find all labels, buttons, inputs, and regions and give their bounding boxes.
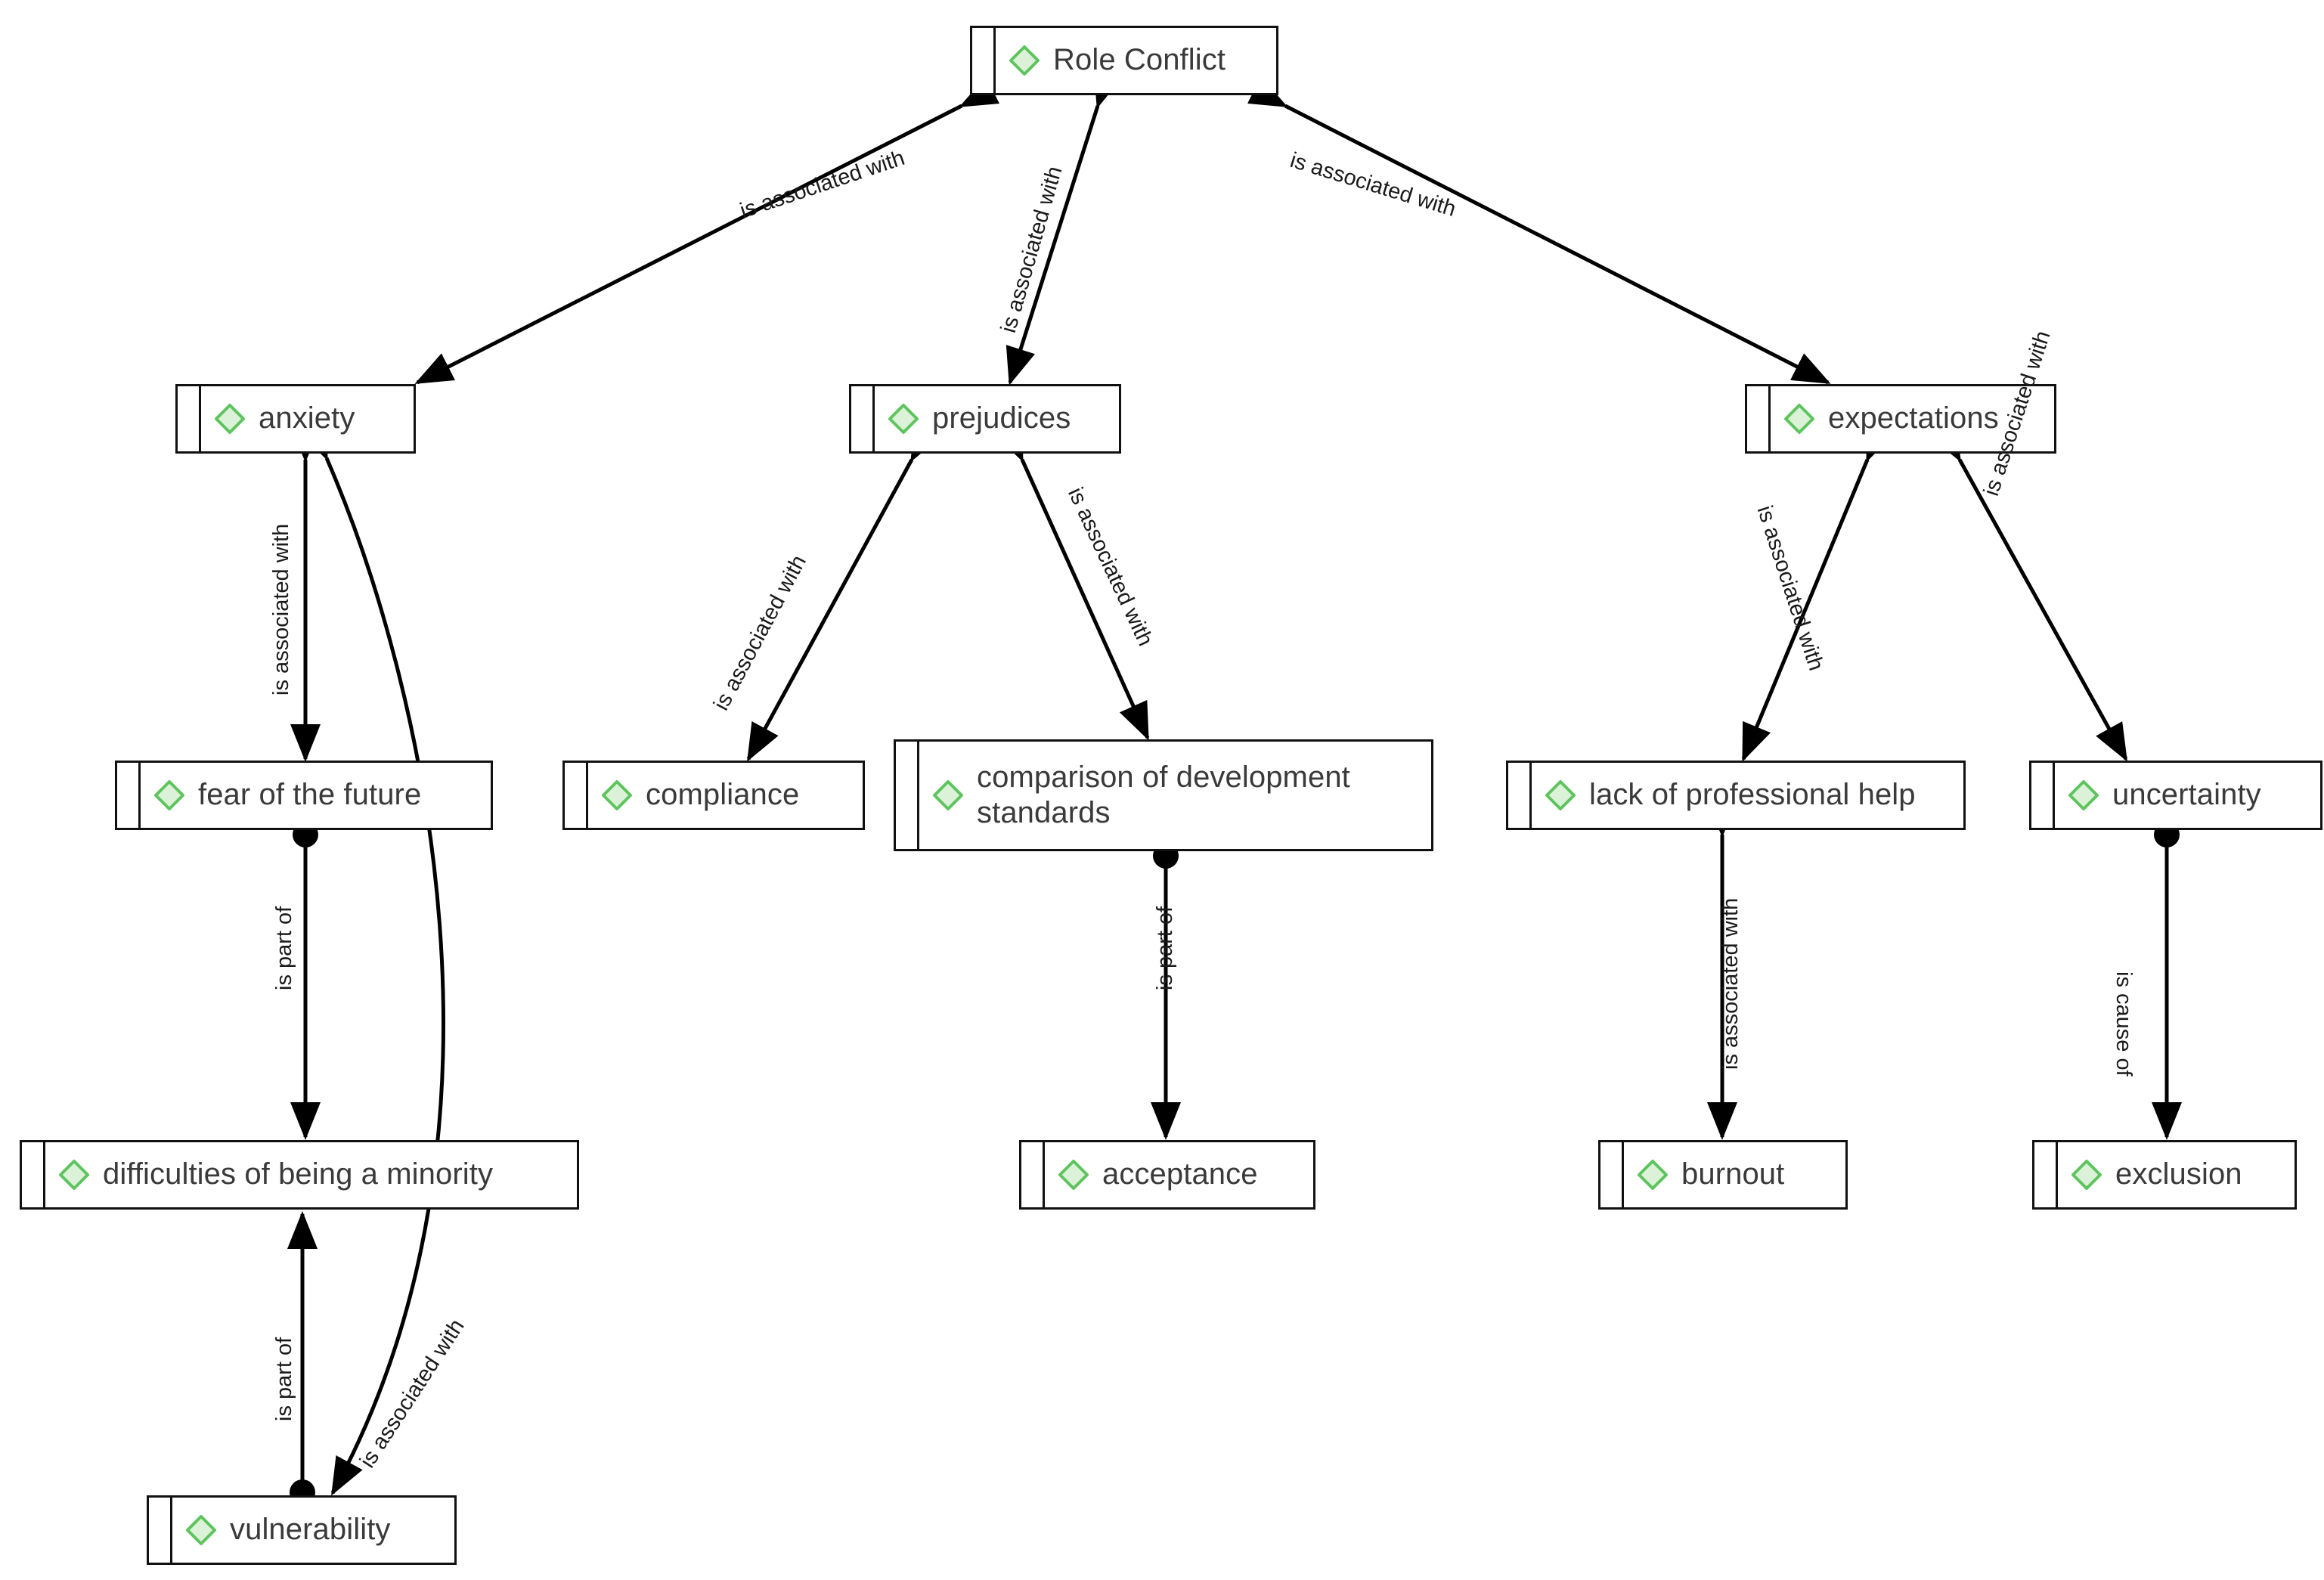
node-handle-bar[interactable] <box>1600 1142 1624 1207</box>
node-label: fear of the future <box>198 778 422 812</box>
node-handle-bar[interactable] <box>851 386 875 451</box>
node-label: prejudices <box>932 401 1071 435</box>
node-handle-bar[interactable] <box>896 742 919 849</box>
node-body: uncertainty <box>2055 763 2320 828</box>
green-diamond-icon <box>1545 780 1576 810</box>
concept-node-exclusion[interactable]: exclusion <box>2032 1140 2297 1210</box>
green-diamond-icon <box>59 1160 89 1190</box>
edge-anxiety-vulnerability <box>299 420 445 1496</box>
concept-node-role_conflict[interactable]: Role Conflict <box>970 26 1278 95</box>
green-diamond-icon <box>2071 1160 2102 1190</box>
edge-label: is part of <box>272 1337 296 1421</box>
edge-expectations-uncertainty <box>1929 422 2128 762</box>
node-label: acceptance <box>1102 1157 1258 1191</box>
node-label: expectations <box>1828 401 1999 435</box>
node-label: compliance <box>646 778 800 812</box>
concept-node-expectations[interactable]: expectations <box>1745 384 2056 454</box>
concept-node-difficulties[interactable]: difficulties of being a minority <box>20 1140 579 1210</box>
concept-node-burnout[interactable]: burnout <box>1598 1140 1848 1210</box>
node-body: comparison of development standards <box>919 742 1431 849</box>
concept-node-comparison[interactable]: comparison of development standards <box>894 739 1433 851</box>
green-diamond-icon <box>1638 1160 1668 1190</box>
node-handle-bar[interactable] <box>1747 386 1771 451</box>
green-diamond-icon <box>2068 780 2099 810</box>
node-handle-bar[interactable] <box>178 386 201 451</box>
node-body: acceptance <box>1045 1142 1313 1207</box>
node-label: anxiety <box>259 401 355 435</box>
node-label: lack of professional help <box>1589 778 1916 812</box>
node-label: uncertainty <box>2112 778 2261 812</box>
node-handle-bar[interactable] <box>1508 763 1532 828</box>
node-handle-bar[interactable] <box>2031 763 2055 828</box>
edge-label: is part of <box>1153 906 1177 990</box>
node-body: difficulties of being a minority <box>45 1142 577 1207</box>
node-body: Role Conflict <box>996 28 1276 93</box>
edge-expectations-role-conflict <box>1247 76 1831 385</box>
node-handle-bar[interactable] <box>1021 1142 1045 1207</box>
node-label: comparison of development standards <box>977 760 1350 829</box>
node-handle-bar[interactable] <box>117 763 141 828</box>
green-diamond-icon <box>1784 404 1814 434</box>
concept-node-lack_help[interactable]: lack of professional help <box>1506 761 1966 830</box>
concept-node-prejudices[interactable]: prejudices <box>849 384 1121 454</box>
green-diamond-icon <box>154 780 184 810</box>
node-handle-bar[interactable] <box>565 763 588 828</box>
concept-node-anxiety[interactable]: anxiety <box>175 384 416 454</box>
node-handle-bar[interactable] <box>972 28 996 93</box>
node-body: burnout <box>1624 1142 1845 1207</box>
concept-node-uncertainty[interactable]: uncertainty <box>2029 761 2322 830</box>
node-label: burnout <box>1681 1157 1785 1191</box>
node-body: compliance <box>588 763 863 828</box>
concept-node-fear_future[interactable]: fear of the future <box>115 761 493 830</box>
edge-label: is part of <box>272 906 296 990</box>
node-handle-bar[interactable] <box>149 1498 172 1563</box>
node-body: expectations <box>1771 386 2054 451</box>
node-label: difficulties of being a minority <box>103 1157 494 1191</box>
node-label: vulnerability <box>230 1513 391 1547</box>
green-diamond-icon <box>215 404 245 434</box>
edge-label: is associated with <box>269 523 293 696</box>
edge-prejudices-comparison <box>993 421 1150 741</box>
green-diamond-icon <box>888 404 919 434</box>
green-diamond-icon <box>186 1515 216 1545</box>
green-diamond-icon <box>1009 45 1040 76</box>
node-body: fear of the future <box>141 763 491 828</box>
edge-expectations-lack-help <box>1741 421 1895 762</box>
node-body: exclusion <box>2058 1142 2295 1207</box>
edge-prejudices-compliance <box>746 422 942 762</box>
node-body: lack of professional help <box>1532 763 1963 828</box>
green-diamond-icon <box>1058 1160 1089 1190</box>
concept-node-compliance[interactable]: compliance <box>562 761 865 830</box>
node-body: prejudices <box>875 386 1119 451</box>
node-handle-bar[interactable] <box>22 1142 45 1207</box>
edge-prejudices-role-conflict <box>1006 68 1123 386</box>
edge-label: is associated with <box>1718 897 1743 1070</box>
green-diamond-icon <box>602 780 632 810</box>
green-diamond-icon <box>933 780 963 810</box>
edge-anxiety-role-conflict <box>414 76 1000 385</box>
node-handle-bar[interactable] <box>2034 1142 2058 1207</box>
node-label: exclusion <box>2115 1157 2242 1191</box>
edge-label: is cause of <box>2112 971 2136 1077</box>
node-body: vulnerability <box>172 1498 454 1563</box>
concept-node-acceptance[interactable]: acceptance <box>1019 1140 1315 1210</box>
node-label: Role Conflict <box>1053 43 1226 77</box>
node-body: anxiety <box>201 386 414 451</box>
concept-node-vulnerability[interactable]: vulnerability <box>147 1495 457 1565</box>
